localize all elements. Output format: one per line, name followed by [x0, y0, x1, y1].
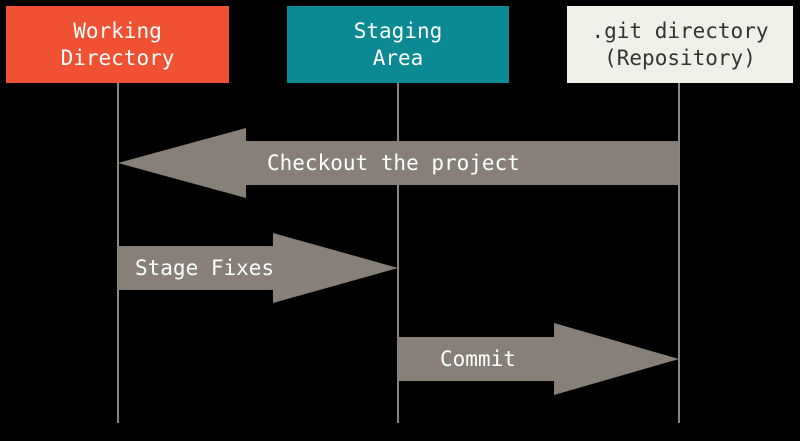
staging-area-box: Staging Area	[287, 6, 509, 83]
staging-area-label-line1: Staging	[353, 18, 443, 43]
checkout-label: Checkout the project	[267, 151, 520, 175]
working-directory-label-line1: Working	[73, 18, 162, 43]
working-directory-box: Working Directory	[6, 6, 229, 83]
stage-fixes-label: Stage Fixes	[135, 256, 275, 280]
staging-area-label-line2: Area	[372, 45, 424, 70]
git-directory-label-line2: (Repository)	[604, 45, 756, 70]
stage-fixes-arrow	[118, 233, 398, 303]
git-directory-box: .git directory (Repository)	[567, 6, 793, 83]
checkout-arrow	[118, 128, 679, 198]
git-directory-label-line1: .git directory	[591, 18, 769, 43]
commit-arrow	[398, 323, 679, 395]
working-directory-label-line2: Directory	[60, 45, 175, 70]
commit-label: Commit	[440, 347, 516, 371]
staging-area-lifeline	[397, 83, 399, 423]
git-directory-lifeline	[678, 83, 680, 423]
